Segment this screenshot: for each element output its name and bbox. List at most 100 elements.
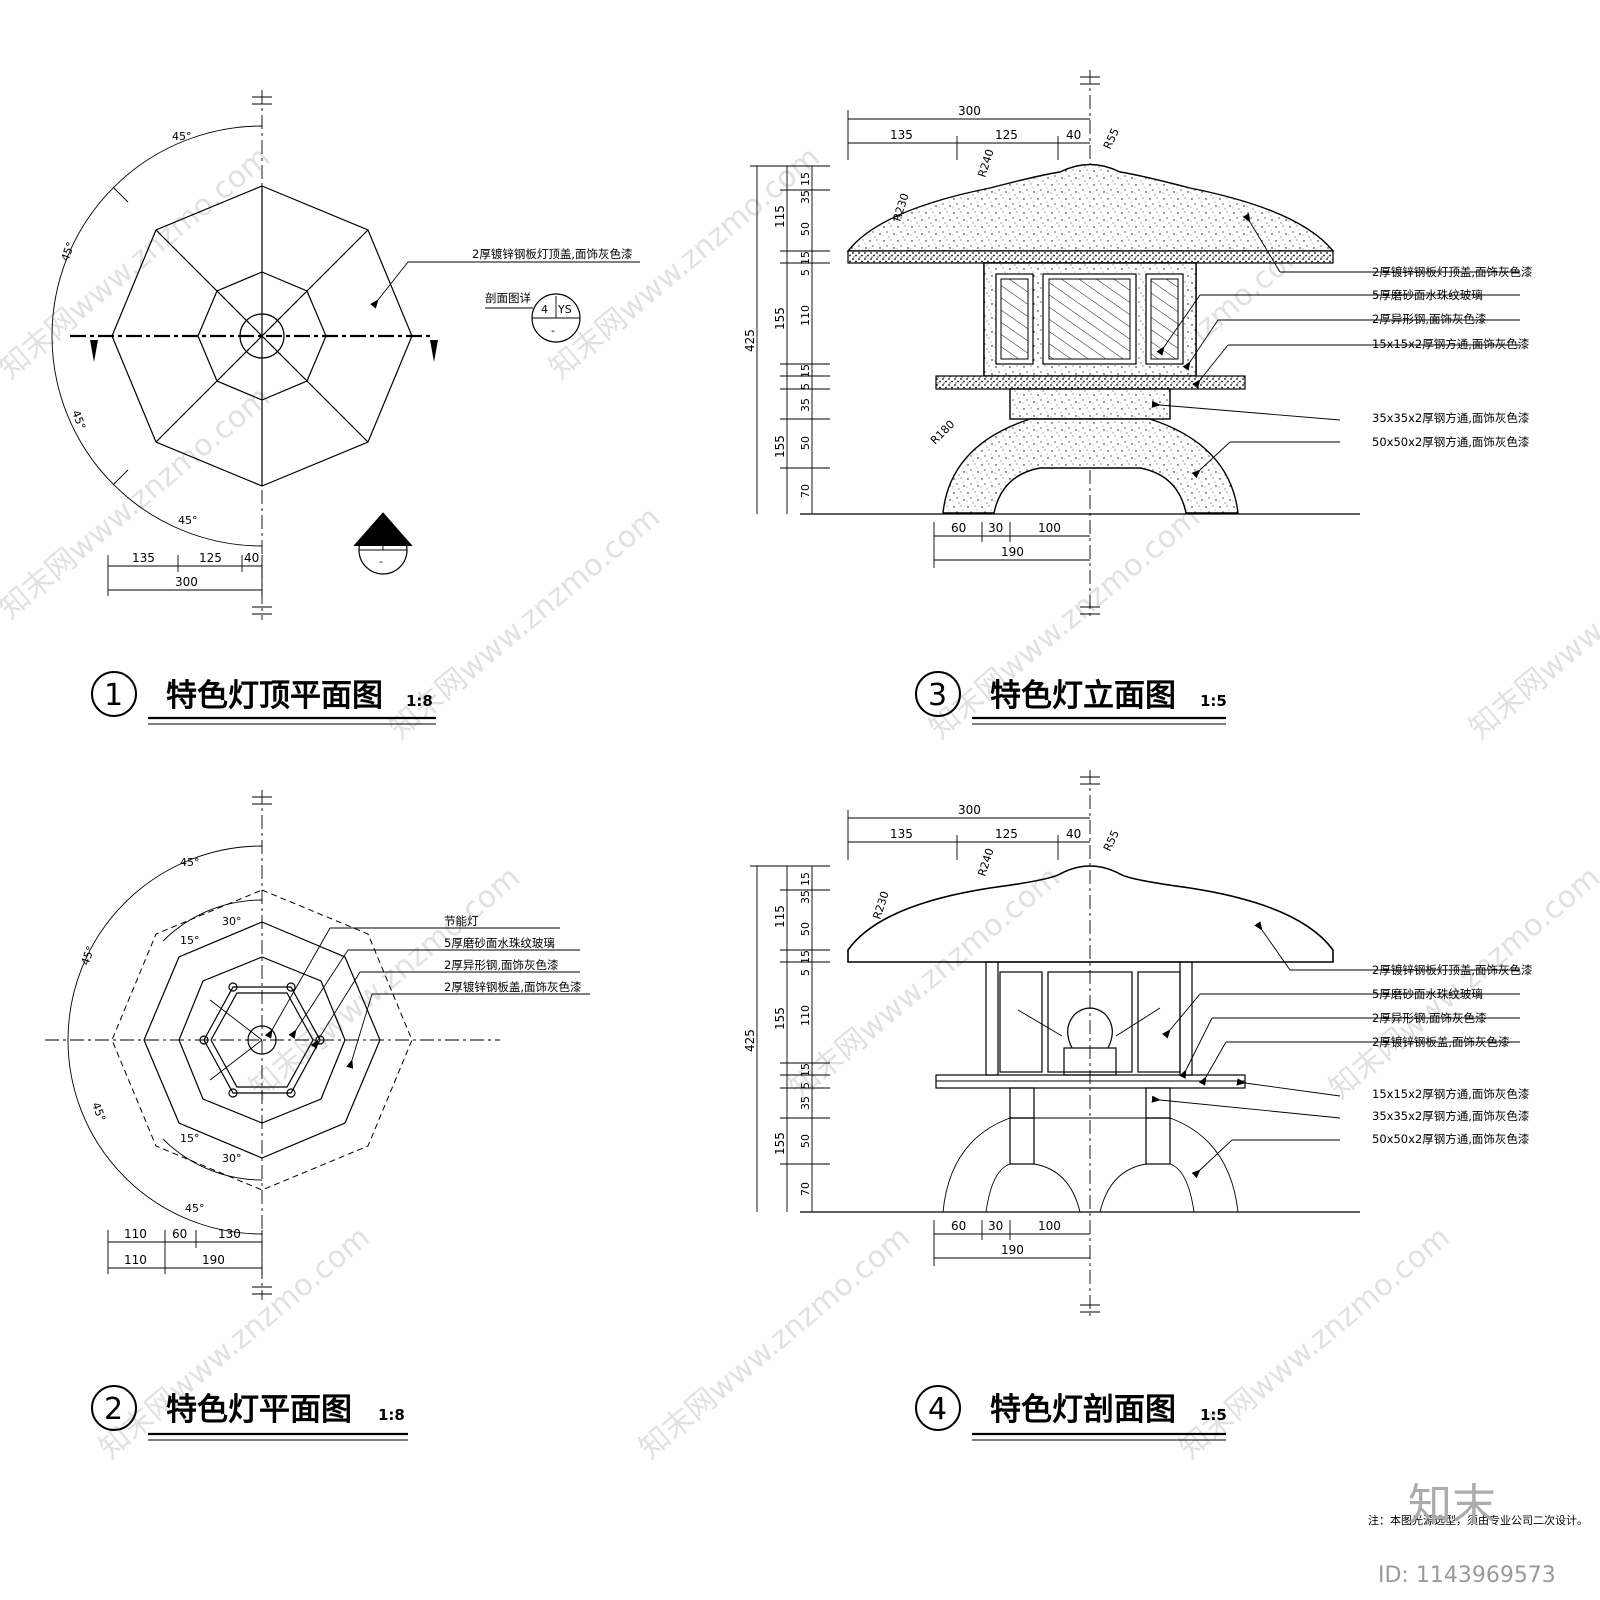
radius-label: R240 <box>975 148 996 179</box>
dim: 135 <box>890 128 913 142</box>
dim: 60 <box>951 521 966 535</box>
section-ref-num: 4 <box>541 303 548 316</box>
note: 50x50x2厚钢方通,面饰灰色漆 <box>1372 435 1529 449</box>
note: 5厚磨砂面水珠纹玻璃 <box>444 936 555 950</box>
angle-label: 45° <box>172 130 192 143</box>
dim: 115 <box>773 205 787 228</box>
note: 35x35x2厚钢方通,面饰灰色漆 <box>1372 1109 1529 1123</box>
radius-label: R230 <box>870 890 891 921</box>
dim: 15 <box>799 364 812 378</box>
note: 50x50x2厚钢方通,面饰灰色漆 <box>1372 1132 1529 1146</box>
drawing-number: 2 <box>104 1392 123 1427</box>
marker-num: 3 <box>369 536 376 549</box>
note: 2厚镀锌钢板盖,面饰灰色漆 <box>1372 1035 1509 1049</box>
angle-label: 15° <box>180 934 200 947</box>
section-ref-label: 剖面图详 <box>485 291 531 305</box>
dim: 50 <box>799 922 812 936</box>
section-ref-dash: - <box>551 324 555 337</box>
drawing-scale: 1:5 <box>1200 1406 1227 1424</box>
dim: 15 <box>799 172 812 186</box>
dim: 40 <box>1066 827 1081 841</box>
note: 35x35x2厚钢方通,面饰灰色漆 <box>1372 411 1529 425</box>
dim: 115 <box>773 905 787 928</box>
angle-label: 45° <box>79 944 98 967</box>
marker-sheet: YS <box>384 536 399 549</box>
watermark-text: 知末网www.znzmo.com <box>1323 860 1600 1106</box>
drawing-1-top-plan: 45° 45° 45° 45° 2厚镀锌钢板灯顶盖,面饰灰色漆 剖面图详 4 Y… <box>51 90 640 725</box>
dim: 15 <box>799 1063 812 1077</box>
watermark-text: 知末网www.znzmo.com <box>1173 1220 1457 1466</box>
dim: 155 <box>773 435 787 458</box>
dim: 300 <box>958 104 981 118</box>
dim: 190 <box>1001 545 1024 559</box>
drawing-title: 特色灯顶平面图 <box>166 678 383 714</box>
dim: 40 <box>244 551 259 565</box>
angle-label: 45° <box>89 1101 108 1124</box>
footnote: 注：本图光源选型，须由专业公司二次设计。 <box>1368 1513 1588 1527</box>
dim: 50 <box>799 222 812 236</box>
angle-label: 45° <box>180 856 200 869</box>
angle-label: 30° <box>222 915 242 928</box>
dim: 50 <box>799 436 812 450</box>
dim: 35 <box>799 398 812 412</box>
dim: 155 <box>773 1132 787 1155</box>
note: 2厚镀锌钢板灯顶盖,面饰灰色漆 <box>1372 963 1532 977</box>
note: 2厚镀锌钢板灯顶盖,面饰灰色漆 <box>1372 265 1532 279</box>
dim: 5 <box>799 1082 812 1089</box>
angle-label: 45° <box>69 409 88 432</box>
drawing-number: 3 <box>928 678 947 713</box>
dim: 190 <box>202 1253 225 1267</box>
marker-dash: - <box>379 555 383 568</box>
dim: 110 <box>799 1005 812 1026</box>
drawing-title: 特色灯立面图 <box>990 678 1176 714</box>
note: 2厚异形钢,面饰灰色漆 <box>1372 312 1486 326</box>
drawing-scale: 1:8 <box>378 1406 405 1424</box>
note: 节能灯 <box>444 914 479 928</box>
note: 15x15x2厚钢方通,面饰灰色漆 <box>1372 1087 1529 1101</box>
radius-label: R55 <box>1101 126 1122 151</box>
drawing-number: 1 <box>104 678 123 713</box>
dim: 15 <box>799 950 812 964</box>
drawing-3-elevation: 300 135 125 40 R240 R230 R55 R180 425 11… <box>743 70 1532 725</box>
note-cover: 2厚镀锌钢板灯顶盖,面饰灰色漆 <box>472 247 632 261</box>
dim: 50 <box>799 1134 812 1148</box>
dim: 125 <box>995 827 1018 841</box>
dim: 30 <box>988 521 1003 535</box>
dim: 125 <box>199 551 222 565</box>
dim: 60 <box>172 1227 187 1241</box>
dim: 135 <box>890 827 913 841</box>
dim: 60 <box>951 1219 966 1233</box>
watermark-text: 知末网www.znzmo.com <box>0 380 277 626</box>
dim: 110 <box>799 305 812 326</box>
image-id: ID: 1143969573 <box>1378 1563 1556 1588</box>
angle-label: 30° <box>222 1152 242 1165</box>
drawing-2-plan: 45° 45° 45° 45° 30° 15° 15° 30° 节能灯 5厚磨砂… <box>45 790 590 1441</box>
dim: 40 <box>1066 128 1081 142</box>
dim: 15 <box>799 872 812 886</box>
dim: 5 <box>799 383 812 390</box>
dim: 35 <box>799 1096 812 1110</box>
angle-label: 45° <box>59 240 78 263</box>
drawing-scale: 1:8 <box>406 692 433 710</box>
dim: 110 <box>124 1227 147 1241</box>
dim: 125 <box>995 128 1018 142</box>
dim: 425 <box>743 329 757 352</box>
brand-watermark: 知末 <box>1408 1480 1496 1531</box>
dim: 155 <box>773 1007 787 1030</box>
drawing-4-section: 300 135 125 40 R240 R230 R55 425 115 155… <box>743 770 1532 1441</box>
dim: 135 <box>132 551 155 565</box>
drawing-number: 4 <box>928 1392 947 1427</box>
dim: 155 <box>773 307 787 330</box>
dim: 300 <box>175 575 198 589</box>
drawing-title: 特色灯平面图 <box>166 1392 352 1428</box>
note: 2厚异形钢,面饰灰色漆 <box>444 958 558 972</box>
dim: 110 <box>124 1253 147 1267</box>
dim: 35 <box>799 190 812 204</box>
note: 2厚异形钢,面饰灰色漆 <box>1372 1011 1486 1025</box>
dim: 300 <box>958 803 981 817</box>
watermark-text: 知末网www.znzmo.com <box>783 860 1067 1106</box>
dim: 35 <box>799 890 812 904</box>
note: 2厚镀锌钢板盖,面饰灰色漆 <box>444 980 581 994</box>
angle-label: 45° <box>178 514 198 527</box>
